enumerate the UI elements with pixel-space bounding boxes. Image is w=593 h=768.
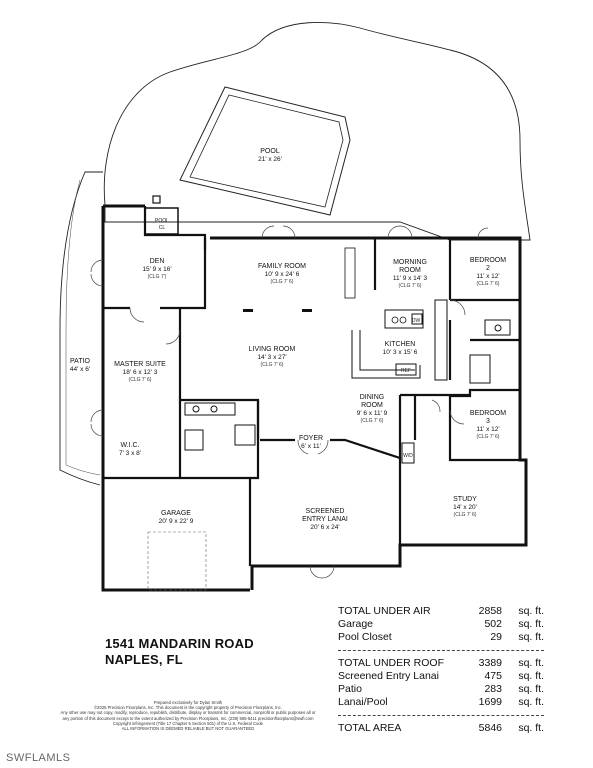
family-room-label: FAMILY ROOM [258,263,306,270]
address-line-2: NAPLES, FL [105,652,183,667]
svg-text:11' x 12': 11' x 12' [476,426,499,433]
door-swings [90,225,489,579]
wic-label: W.I.C. [120,442,139,449]
garage-label: GARAGE [161,510,191,517]
exterior-walls [101,204,528,592]
svg-text:(CLG 7' 6): (CLG 7' 6) [477,281,500,287]
dining-room-label: DINING [360,394,385,401]
divider [338,715,544,716]
interior-walls [103,206,520,566]
dishwasher-label: DW [412,318,421,324]
svg-text:(CLG 7' 6): (CLG 7' 6) [477,434,500,440]
pool-label: POOL [260,148,280,155]
svg-text:11' 9 x 14' 3: 11' 9 x 14' 3 [393,275,428,282]
svg-text:20' 9 x 22' 9: 20' 9 x 22' 9 [159,518,194,525]
svg-text:14' x 20': 14' x 20' [453,504,477,511]
copyright-notice: Prepared exclusively for Dylan Smith ©20… [60,700,316,732]
pool-closet: POOL CL [144,195,179,235]
svg-text:(CLG 7' 6): (CLG 7' 6) [261,362,284,368]
property-address: 1541 MANDARIN ROAD NAPLES, FL [105,636,254,668]
svg-text:CL: CL [159,225,166,231]
study-label: STUDY [453,496,477,503]
pool: POOL 21' x 26' [179,86,351,216]
svg-text:6' x 11': 6' x 11' [301,443,321,450]
patio-outline [59,171,103,486]
bedroom-3-label: BEDROOM [470,410,506,417]
pool-dim: 21' x 26' [258,156,282,163]
svg-text:(CLG 7' 6): (CLG 7' 6) [361,418,384,424]
pool-deck-outline [103,22,531,241]
room-labels: DEN 15' 9 x 16' (CLG 7') FAMILY ROOM 10'… [70,257,506,531]
svg-text:10' 3 x 15' 6: 10' 3 x 15' 6 [383,349,418,356]
svg-text:15' 9 x 16': 15' 9 x 16' [142,266,171,273]
svg-text:9' 6 x 11' 9: 9' 6 x 11' 9 [357,410,388,417]
den-label: DEN [150,258,165,265]
laundry-label: W/D [403,453,413,459]
patio-label: PATIO [70,358,91,365]
kitchen-counters [351,299,448,381]
svg-text:20' 6 x 24': 20' 6 x 24' [310,524,339,531]
morning-room-label: MORNING [393,259,427,266]
svg-text:10' 9 x 24' 6: 10' 9 x 24' 6 [265,271,300,278]
svg-text:(CLG 7'): (CLG 7') [148,274,167,280]
svg-text:(CLG 7' 6): (CLG 7' 6) [271,279,294,285]
foyer-label: FOYER [299,435,323,442]
address-line-1: 1541 MANDARIN ROAD [105,636,254,651]
svg-text:11' x 12': 11' x 12' [476,273,499,280]
master-suite-label: MASTER SUITE [114,361,166,368]
svg-text:18' 6 x 12' 3: 18' 6 x 12' 3 [123,369,158,376]
svg-text:(CLG 7' 6): (CLG 7' 6) [399,283,422,289]
svg-text:(CLG 7' 6): (CLG 7' 6) [454,512,477,518]
refrigerator-label: REF [401,368,411,374]
kitchen-label: KITCHEN [385,341,416,348]
bedroom-2-label: BEDROOM [470,257,506,264]
svg-text:7' 3 x 8': 7' 3 x 8' [119,450,141,457]
living-room-label: LIVING ROOM [249,346,296,353]
floor-plan: POOL 21' x 26' POOL [59,22,531,592]
svg-text:14' 3 x 27': 14' 3 x 27' [257,354,286,361]
bath-fixtures [184,319,511,464]
svg-text:ENTRY LANAI: ENTRY LANAI [302,516,348,523]
mls-watermark: SWFLAMLS [6,752,71,764]
svg-text:3: 3 [486,418,490,425]
divider [338,650,544,651]
garage-door [147,531,207,591]
screened-entry-lanai-label: SCREENED [306,508,345,515]
svg-text:2: 2 [486,265,490,272]
svg-text:(CLG 7' 6): (CLG 7' 6) [129,377,152,383]
svg-text:44' x 6': 44' x 6' [70,366,90,373]
svg-text:ROOM: ROOM [361,402,383,409]
svg-text:POOL: POOL [155,218,169,224]
svg-text:ROOM: ROOM [399,267,421,274]
